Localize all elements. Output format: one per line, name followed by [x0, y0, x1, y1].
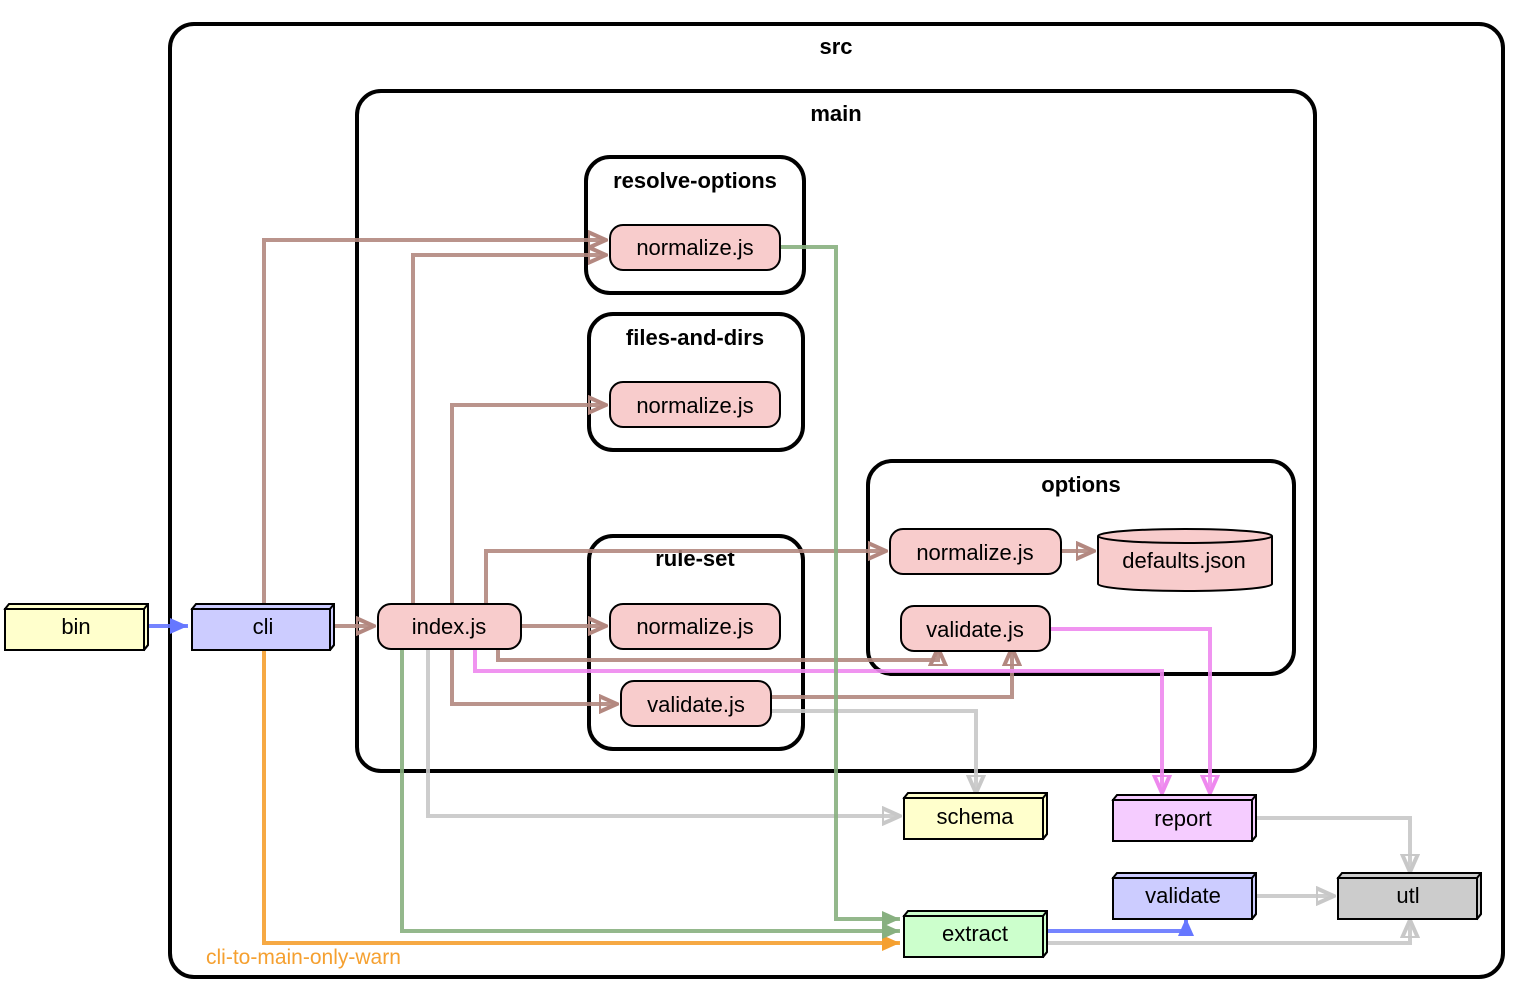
edge-label-cli-to-main-only-warn: cli-to-main-only-warn: [206, 946, 401, 969]
node-cli[interactable]: cli: [190, 603, 335, 652]
edge-index-schema: [426, 650, 900, 816]
edge-index-rs-validate: [450, 650, 617, 704]
node-options-normalize-label: normalize.js: [916, 540, 1033, 565]
cluster-options-title: options: [1041, 472, 1120, 497]
edge-index-fd-normalize: [450, 405, 606, 606]
cluster-resolve-options-title: resolve-options: [613, 168, 777, 193]
edge-opt-validate-report: [1050, 627, 1210, 793]
node-rule-set-validate-label: validate.js: [647, 692, 745, 717]
node-extract-label: extract: [942, 921, 1008, 946]
node-options-validate-label: validate.js: [926, 617, 1024, 642]
node-rule-set-normalize[interactable]: normalize.js: [609, 603, 781, 650]
node-validate[interactable]: validate: [1111, 872, 1257, 921]
edge-cli-ro-normalize: [262, 240, 606, 606]
node-utl-label: utl: [1396, 883, 1419, 908]
node-index-js[interactable]: index.js: [377, 603, 522, 650]
edge-rs-validate-opt-validate: [771, 648, 1012, 699]
node-files-and-dirs-normalize-label: normalize.js: [636, 393, 753, 418]
node-report-label: report: [1154, 806, 1211, 831]
edge-report-utl: [1254, 816, 1410, 872]
node-schema-label: schema: [936, 804, 1014, 829]
edge-index-extract: [400, 650, 900, 939]
node-defaults-json-label: defaults.json: [1122, 548, 1246, 573]
cluster-src-title: src: [819, 34, 852, 59]
node-rule-set-validate[interactable]: validate.js: [620, 680, 772, 727]
node-index-js-label: index.js: [412, 614, 487, 639]
edge-index-report: [473, 650, 1162, 793]
edge-index-ro-normalize: [411, 255, 606, 606]
edge-extract-utl: [1046, 920, 1410, 945]
node-utl[interactable]: utl: [1336, 872, 1482, 921]
node-defaults-json[interactable]: defaults.json: [1097, 528, 1273, 592]
node-resolve-options-normalize[interactable]: normalize.js: [609, 224, 781, 271]
edge-ro-normalize-extract: [780, 245, 900, 927]
node-report[interactable]: report: [1111, 794, 1257, 843]
edge-index-opt-validate: [496, 648, 938, 660]
node-resolve-options-normalize-label: normalize.js: [636, 235, 753, 260]
node-validate-label: validate: [1145, 883, 1221, 908]
edge-extract-validate: [1046, 918, 1194, 936]
node-bin[interactable]: bin: [3, 603, 149, 652]
cluster-main-title: main: [810, 101, 861, 126]
node-bin-label: bin: [61, 614, 90, 639]
cluster-files-and-dirs-title: files-and-dirs: [626, 325, 764, 350]
node-cli-label: cli: [253, 614, 274, 639]
node-rule-set-normalize-label: normalize.js: [636, 614, 753, 639]
node-options-validate[interactable]: validate.js: [900, 605, 1051, 652]
edge-rs-validate-schema: [771, 709, 976, 793]
node-schema[interactable]: schema: [902, 792, 1048, 841]
edge-index-opt-normalize: [484, 551, 886, 606]
edge-cli-extract: [262, 650, 900, 951]
node-files-and-dirs-normalize[interactable]: normalize.js: [609, 381, 781, 428]
node-extract[interactable]: extract: [902, 910, 1048, 959]
node-options-normalize[interactable]: normalize.js: [889, 528, 1062, 575]
